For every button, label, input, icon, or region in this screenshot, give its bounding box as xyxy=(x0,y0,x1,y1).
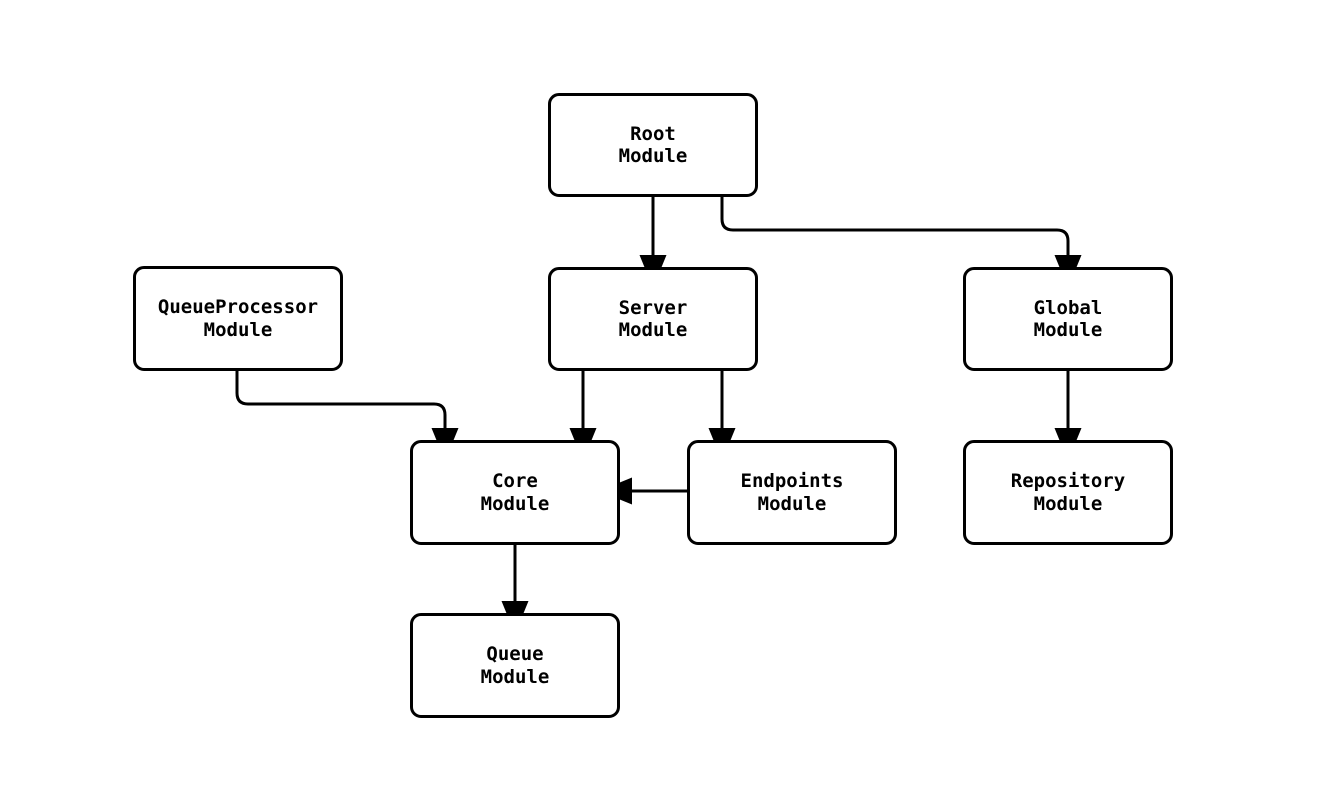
node-server-module[interactable]: Server Module xyxy=(548,267,758,371)
node-core-module-label: Core Module xyxy=(480,470,550,515)
node-global-module[interactable]: Global Module xyxy=(963,267,1173,371)
node-queue-module[interactable]: Queue Module xyxy=(410,613,620,718)
node-global-module-label: Global Module xyxy=(1033,296,1103,341)
node-repository-module[interactable]: Repository Module xyxy=(963,440,1173,545)
node-server-module-label: Server Module xyxy=(618,296,688,341)
node-core-module[interactable]: Core Module xyxy=(410,440,620,545)
node-endpoints-module[interactable]: Endpoints Module xyxy=(687,440,897,545)
node-queueprocessor-module-label: QueueProcessor Module xyxy=(157,296,319,341)
edge-group xyxy=(235,197,1082,634)
node-queue-module-label: Queue Module xyxy=(480,643,550,688)
edge-queueprocessor-to-core xyxy=(235,371,459,461)
node-queueprocessor-module[interactable]: QueueProcessor Module xyxy=(133,266,343,371)
node-root-module[interactable]: Root Module xyxy=(548,93,758,197)
node-endpoints-module-label: Endpoints Module xyxy=(740,470,844,515)
node-repository-module-label: Repository Module xyxy=(1010,470,1126,515)
node-root-module-label: Root Module xyxy=(618,122,688,167)
edge-root-to-global xyxy=(720,197,1082,288)
